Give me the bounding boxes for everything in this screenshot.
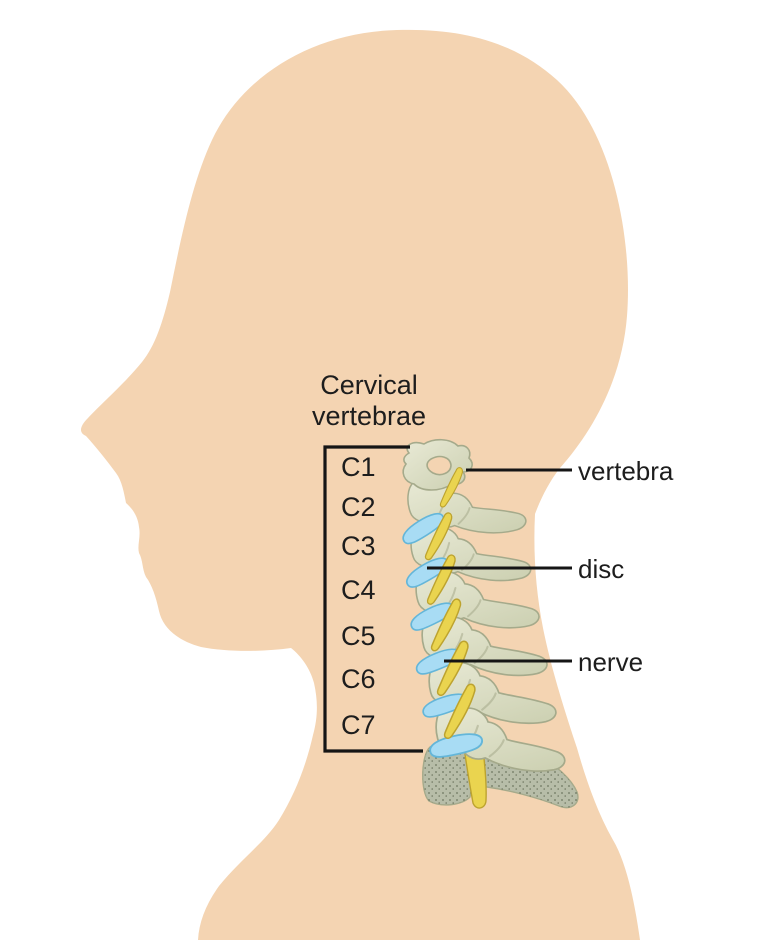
label-c7: C7	[341, 710, 376, 740]
label-c2: C2	[341, 492, 376, 522]
label-c1: C1	[341, 452, 376, 482]
label-c6: C6	[341, 664, 376, 694]
figure-title: Cervical vertebrae	[300, 370, 438, 432]
label-c4: C4	[341, 575, 376, 605]
label-c3: C3	[341, 531, 376, 561]
figure-title-line1: Cervical	[320, 370, 418, 400]
label-c5: C5	[341, 621, 376, 651]
figure-title-line2: vertebrae	[311, 401, 427, 431]
bracket	[323, 445, 423, 753]
annotation-disc: disc	[578, 554, 625, 584]
annotation-nerve: nerve	[578, 647, 644, 677]
annotation-vertebra: vertebra	[578, 456, 674, 486]
